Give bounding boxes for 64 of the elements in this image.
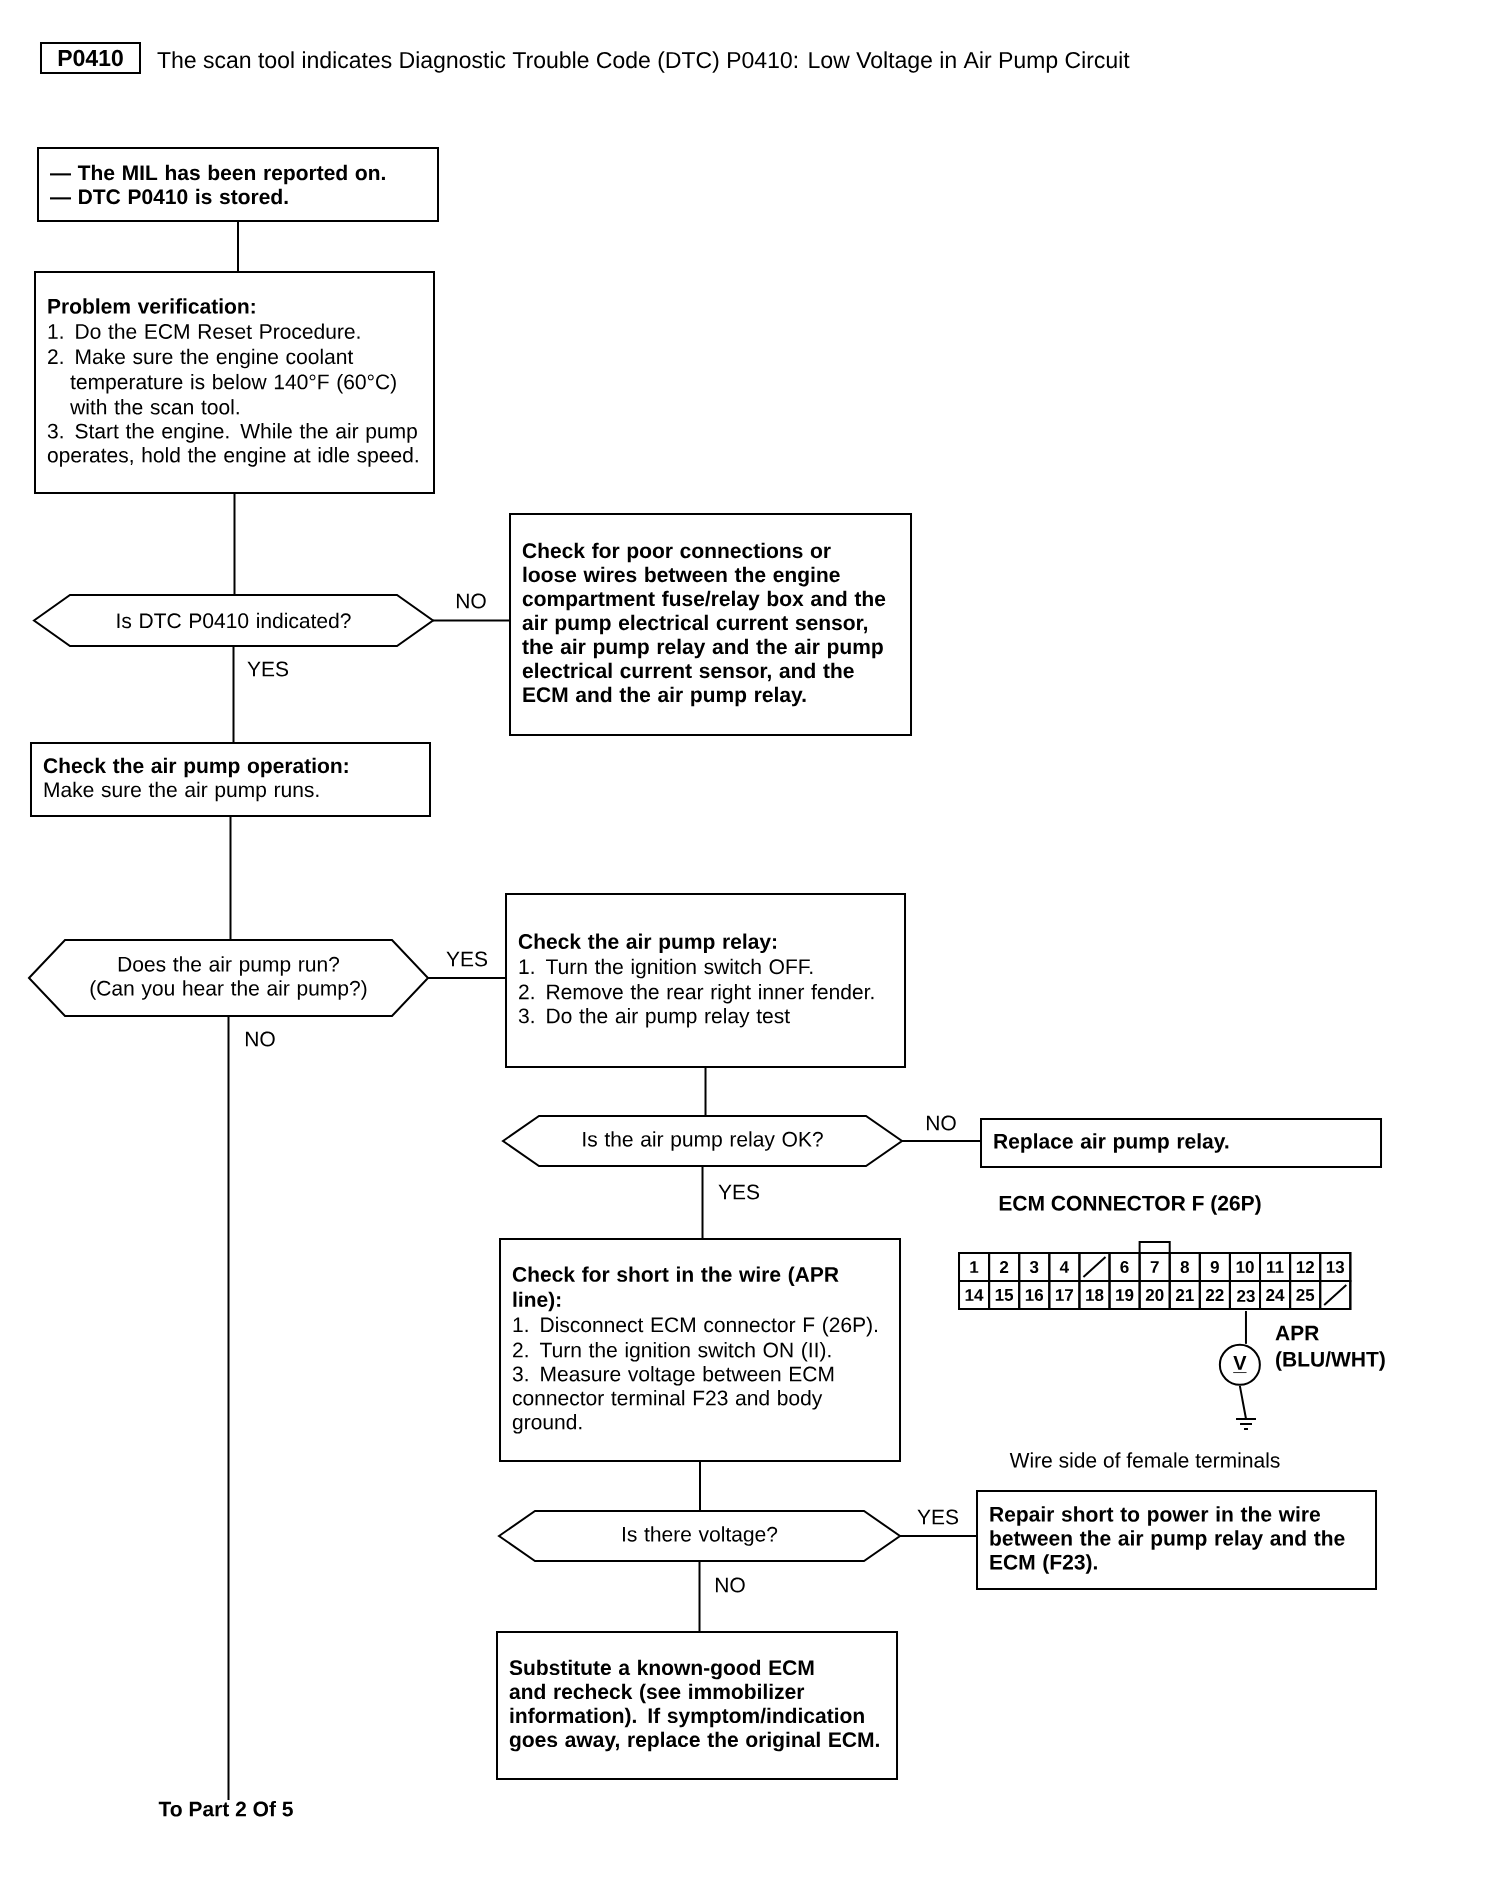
connector-line [229,816,232,941]
pin-number: 20 [1145,1289,1164,1301]
connector-line [432,619,510,622]
pin-number: 6 [1120,1261,1129,1273]
edge-label: YES [716,1182,762,1202]
edge-label: YES [245,659,291,679]
connector-line [237,221,239,272]
pin-number: 21 [1175,1289,1194,1301]
connector-line [232,645,235,743]
pin-number: 11 [1267,1261,1284,1273]
process-box: Repair short to power in the wire between the air pump relay and the ECM (F23). [976,1490,1377,1590]
edge-label: YES [444,949,490,969]
connector-line [233,493,236,596]
process-box: Replace air pump relay. [980,1118,1382,1168]
pin-number: 14 [965,1289,984,1301]
pin-number: 24 [1266,1289,1285,1301]
edge-label: NO [923,1113,959,1133]
pin-number: 17 [1055,1289,1074,1301]
pin-number: 9 [1210,1261,1219,1273]
connector-line [1244,1310,1247,1345]
wire-label: (BLU/WHT) [1276,1351,1385,1371]
pin-number: 7 [1150,1261,1159,1273]
edge-label: NO [242,1029,278,1049]
pin-number: 13 [1326,1261,1345,1274]
connector-line [227,1015,230,1801]
pin-number: 3 [1029,1261,1039,1274]
pin-number: 8 [1180,1261,1190,1273]
pin-number: 18 [1086,1289,1104,1301]
pin-number: 10 [1236,1261,1254,1273]
pin-number: 19 [1116,1289,1134,1301]
process-box: — The MIL has been reported on. — DTC P0410 is stored. [37,147,439,222]
connector-line [901,1140,981,1142]
connector-line [704,1067,707,1117]
connector-line [1238,1384,1247,1420]
edge-label: YES [915,1507,961,1527]
edge-label: NO [453,591,489,611]
view-note: Wire side of female terminals [1009,1452,1280,1468]
process-box: Check for poor connections or loose wires between the engine compartment fuse/relay box and the air pump electrical current sensor, the air pump relay and the air pump electrical current sensor, and the ECM and the air pump relay. [509,513,912,736]
code-box: P0410 [40,42,141,74]
pin-number: 22 [1205,1289,1224,1301]
process-box: Substitute a known-good ECM and recheck (see immobilizer information). If symptom/indication goes away, replace the original ECM. [496,1631,898,1780]
process-box: Check for short in the wire (APR line): 1. Disconnect ECM connector F (26P). 2. Turn the ignition switch ON (II). 3. Measure voltage between ECM connector terminal F23 and body ground. [499,1238,901,1462]
process-box: Check the air pump relay: 1. Turn the ignition switch OFF. 2. Remove the rear right inner fender. 3. Do the air pump relay test [505,893,906,1068]
connector-line [899,1535,977,1537]
continuation-text: To Part 2 Of 5 [158,1801,293,1817]
connector-line [701,1165,704,1239]
pin-number: 16 [1025,1289,1044,1301]
process-box: Problem verification: 1. Do the ECM Reset Procedure. 2. Make sure the engine coolant temperature is below 140°F (60°C) with the scan tool. 3. Start the engine. While the air pump operates, hold the engine at idle speed. [34,271,435,494]
edge-label: NO [712,1575,748,1595]
connector-title: ECM CONNECTOR F (26P) [999,1195,1261,1215]
pin-number: 15 [995,1289,1014,1301]
wire-label: APR [1275,1325,1319,1341]
pin-number: 1 [970,1261,979,1273]
process-box: Check the air pump operation: Make sure the air pump runs. [30,742,431,817]
connector-pin: 23 [1237,1290,1255,1303]
ground-symbol [1235,1418,1257,1430]
pin-number: 25 [1296,1289,1315,1301]
connector-line [427,977,506,979]
connector-line [698,1560,701,1632]
connector-line [699,1461,701,1512]
pin-number: 2 [1000,1261,1009,1273]
pin-number: 4 [1059,1261,1069,1273]
pin-number: 12 [1296,1261,1314,1273]
title: The scan tool indicates Diagnostic Trouble Code (DTC) P0410: Low Voltage in Air Pump Circuit [157,51,1130,73]
